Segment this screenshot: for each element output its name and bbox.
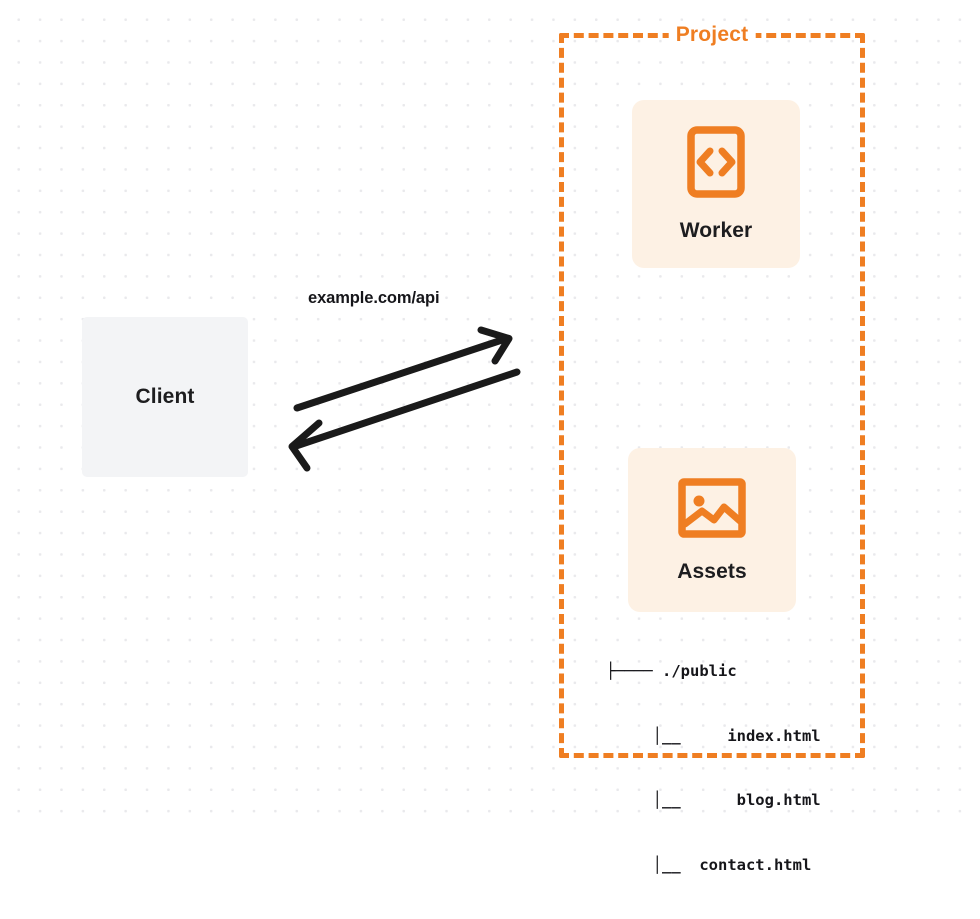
request-arrow <box>293 326 513 412</box>
project-group-title: Project <box>668 23 756 47</box>
code-brackets-icon <box>687 125 745 203</box>
assets-node[interactable]: Assets <box>628 448 796 612</box>
image-picture-icon <box>678 477 746 544</box>
worker-node[interactable]: Worker <box>632 100 800 268</box>
assets-file-tree: ├──── ./public │__ index.html │__ blog.h… <box>606 618 821 919</box>
diagram-canvas: Client example.com/api Project Worker <box>0 0 980 874</box>
file-tree-row: ├──── ./public <box>606 662 737 680</box>
client-node[interactable]: Client <box>82 317 248 477</box>
assets-node-label: Assets <box>677 559 747 583</box>
response-arrow <box>288 368 521 472</box>
worker-node-label: Worker <box>679 218 753 242</box>
connector-label: example.com/api <box>308 289 440 307</box>
project-group-boundary: Project <box>559 23 865 758</box>
client-node-label: Client <box>135 385 195 408</box>
file-tree-row: │__ blog.html <box>606 791 821 809</box>
file-tree-row: │__ index.html <box>606 726 821 745</box>
file-tree-row: │__ contact.html <box>606 855 812 874</box>
